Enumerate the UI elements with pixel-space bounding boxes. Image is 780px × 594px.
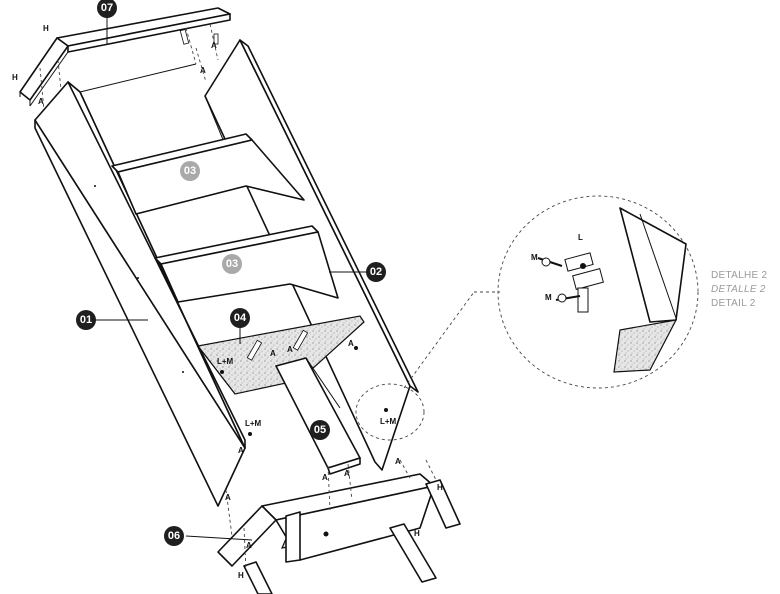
svg-text:L+M: L+M bbox=[217, 357, 234, 366]
part-badge-05: 05 bbox=[310, 420, 330, 440]
svg-text:A: A bbox=[246, 541, 252, 550]
svg-text:M: M bbox=[531, 253, 538, 262]
svg-text:02: 02 bbox=[370, 266, 382, 278]
leader-lines bbox=[95, 16, 368, 541]
part-badge-01: 01 bbox=[76, 310, 96, 330]
detail-caption-pt: DETALHE 2 bbox=[711, 270, 768, 281]
svg-text:L: L bbox=[578, 233, 583, 242]
svg-text:A: A bbox=[395, 457, 401, 466]
part-badge-03-lower: 03 bbox=[222, 254, 242, 274]
svg-text:H: H bbox=[12, 73, 18, 82]
svg-text:L+M: L+M bbox=[245, 419, 262, 428]
svg-text:A: A bbox=[225, 493, 231, 502]
svg-text:A: A bbox=[200, 66, 206, 75]
hardware-labels: H H A A A L+M L+M L+M A A A A A A A A H … bbox=[12, 24, 583, 580]
top-panel bbox=[19, 7, 231, 107]
cam-bolt-icon bbox=[246, 329, 309, 361]
svg-text:03: 03 bbox=[226, 258, 238, 270]
detail-caption-es: DETALLE 2 bbox=[711, 284, 766, 295]
detail-callout bbox=[355, 195, 699, 441]
part-badge-06: 06 bbox=[164, 526, 184, 546]
svg-text:A: A bbox=[211, 41, 217, 50]
svg-text:M: M bbox=[545, 293, 552, 302]
svg-text:03: 03 bbox=[184, 165, 196, 177]
part-badge-07: 07 bbox=[97, 0, 117, 18]
detail-connector-icon bbox=[564, 252, 604, 313]
shelf-lower bbox=[154, 225, 339, 303]
svg-text:A: A bbox=[238, 446, 244, 455]
screw-icon bbox=[220, 346, 388, 436]
svg-text:L+M: L+M bbox=[380, 417, 397, 426]
part-badge-04: 04 bbox=[230, 308, 250, 328]
svg-text:H: H bbox=[43, 24, 49, 33]
svg-text:04: 04 bbox=[234, 312, 247, 324]
svg-text:05: 05 bbox=[314, 424, 326, 436]
bottom-panel bbox=[196, 315, 365, 395]
svg-text:A: A bbox=[344, 469, 350, 478]
support-board bbox=[275, 357, 361, 475]
svg-text:01: 01 bbox=[80, 314, 92, 326]
base-frame bbox=[217, 473, 461, 594]
svg-text:H: H bbox=[437, 483, 443, 492]
dowel-icon bbox=[179, 28, 219, 45]
svg-text:A: A bbox=[348, 339, 354, 348]
detail-caption-en: DETAIL 2 bbox=[711, 298, 756, 309]
svg-text:A: A bbox=[38, 97, 44, 106]
part-badge-03-upper: 03 bbox=[180, 161, 200, 181]
svg-text:06: 06 bbox=[168, 530, 180, 542]
bottom-assembly-guides bbox=[225, 459, 437, 571]
part-badge-02: 02 bbox=[366, 262, 386, 282]
svg-text:A: A bbox=[322, 473, 328, 482]
svg-text:07: 07 bbox=[101, 2, 113, 14]
svg-text:A: A bbox=[270, 349, 276, 358]
svg-text:A: A bbox=[287, 345, 293, 354]
shelf-upper bbox=[111, 133, 305, 215]
svg-text:H: H bbox=[238, 571, 244, 580]
svg-text:H: H bbox=[414, 529, 420, 538]
detail-screw-icon bbox=[537, 257, 581, 303]
